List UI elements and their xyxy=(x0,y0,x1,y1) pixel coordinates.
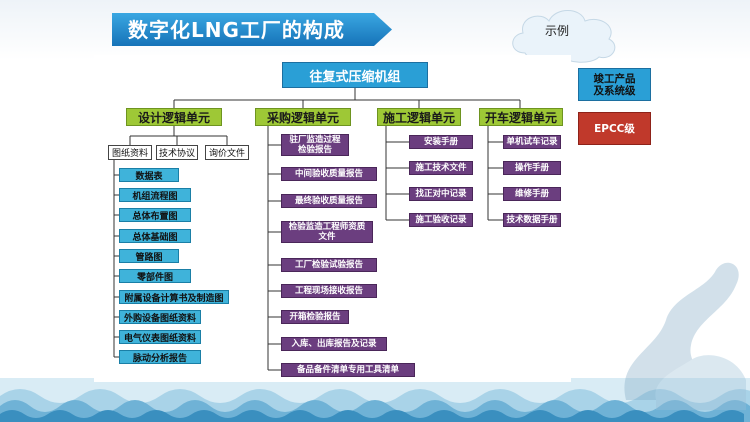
unit-startup: 开车逻辑单元 xyxy=(479,108,563,126)
construction-item: 施工技术文件 xyxy=(409,161,473,175)
procurement-item: 入库、出库报告及记录 xyxy=(281,337,387,351)
procurement-item: 工厂检验试验报告 xyxy=(281,258,377,272)
construction-item: 安装手册 xyxy=(409,135,473,149)
legend-label: 示例 xyxy=(545,24,570,38)
construction-item: 找正对中记录 xyxy=(409,187,473,201)
design-item: 总体基础图 xyxy=(119,229,191,243)
procurement-item: 最终验收质量报告 xyxy=(281,194,377,208)
design-item: 数据表 xyxy=(119,168,179,182)
sub-inquiry: 询价文件 xyxy=(205,145,249,160)
procurement-item: 开箱检验报告 xyxy=(281,310,349,324)
page-title: 数字化LNG工厂的构成 xyxy=(128,18,345,42)
sub-tech-agreement: 技术协议 xyxy=(156,145,198,160)
title-banner xyxy=(112,13,392,46)
sub-drawings: 图纸资料 xyxy=(108,145,152,160)
procurement-item: 工程现场接收报告 xyxy=(281,284,377,298)
startup-item: 维修手册 xyxy=(503,187,561,201)
procurement-item: 检验监造工程师资质 文件 xyxy=(281,221,373,243)
procurement-item: 备品备件清单专用工具清单 xyxy=(281,363,415,377)
wave-decoration xyxy=(0,378,750,422)
startup-item: 操作手册 xyxy=(503,161,561,175)
design-item: 机组流程图 xyxy=(119,188,191,202)
design-item: 管路图 xyxy=(119,249,179,263)
root-node: 往复式压缩机组 xyxy=(282,62,428,88)
procurement-item: 驻厂监造过程 检验报告 xyxy=(281,134,349,156)
design-item: 电气仪表图纸资料 xyxy=(119,330,201,344)
procurement-item: 中间验收质量报告 xyxy=(281,167,377,181)
startup-item: 技术数据手册 xyxy=(503,213,561,227)
unit-procurement: 采购逻辑单元 xyxy=(255,108,351,126)
unit-construction: 施工逻辑单元 xyxy=(377,108,461,126)
construction-item: 施工验收记录 xyxy=(409,213,473,227)
design-item: 外购设备图纸资料 xyxy=(119,310,201,324)
startup-item: 单机试车记录 xyxy=(503,135,561,149)
unit-design: 设计逻辑单元 xyxy=(126,108,222,126)
dragon-decoration xyxy=(624,262,746,410)
design-item: 附属设备计算书及制造图 xyxy=(119,290,229,304)
legend-item-completion: 竣工产品 及系统级 xyxy=(578,68,651,101)
design-item: 脉动分析报告 xyxy=(119,350,201,364)
legend-item-epcc: EPCC级 xyxy=(578,112,651,145)
design-item: 零部件图 xyxy=(119,269,191,283)
design-item: 总体布置图 xyxy=(119,208,191,222)
